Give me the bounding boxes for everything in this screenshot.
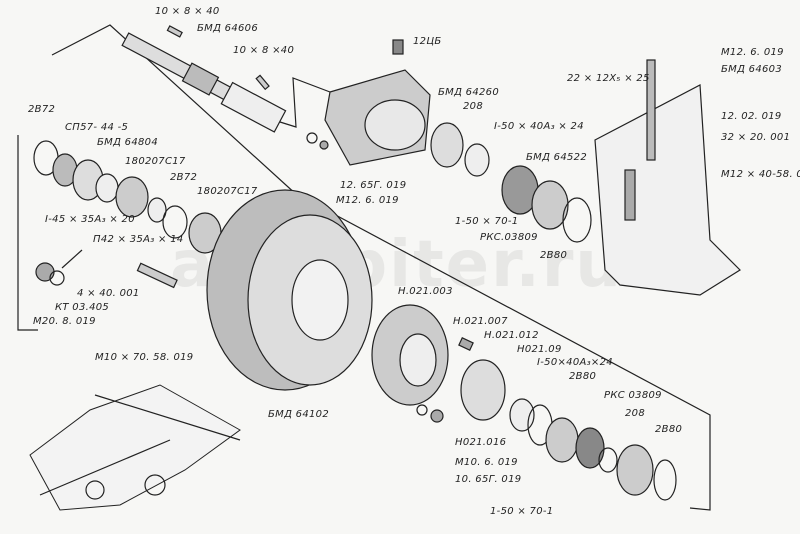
label-shaft: БМД 64606 xyxy=(197,23,258,34)
label-ring-2v80-top: 2В80 xyxy=(540,250,568,261)
label-bearing-208-bottom: 208 xyxy=(625,408,645,419)
key xyxy=(166,25,183,38)
machine-overview xyxy=(29,384,241,511)
label-nut-m10: М10. 6. 019 xyxy=(455,457,518,468)
label-washer-12-65g: 12. 65Г. 019 xyxy=(340,180,407,191)
seal xyxy=(531,180,569,230)
label-housing: БМД 64260 xyxy=(438,87,499,98)
label-rks-top: РКС.03809 xyxy=(480,232,538,243)
stud xyxy=(646,59,656,161)
bolt xyxy=(136,262,178,289)
label-bearing-180207-b: 180207С17 xyxy=(197,186,258,197)
label-hub-003: Н.021.003 xyxy=(398,286,453,297)
label-pulley: БМД 64102 xyxy=(268,409,329,420)
label-ring-2v72-b: 2В72 xyxy=(170,172,198,183)
flange xyxy=(460,359,506,421)
label-sleeve-top: I-50 × 40А₃ × 24 xyxy=(494,121,584,132)
label-seal-1-50-bottom: 1-50 × 70-1 xyxy=(490,506,554,517)
shaft xyxy=(121,32,287,133)
label-bolt-m10-70: М10 × 70. 58. 019 xyxy=(95,352,194,363)
washer xyxy=(416,404,428,416)
nut xyxy=(430,409,444,423)
sleeve xyxy=(464,143,490,177)
label-washer-right: 12. 02. 019 xyxy=(721,111,782,122)
label-nut-m20: М20. 8. 019 xyxy=(33,316,96,327)
pin xyxy=(61,249,83,269)
retaining-ring xyxy=(562,197,592,243)
label-key-mid: 10 × 8 ×40 xyxy=(233,45,295,56)
sleeve xyxy=(95,173,119,203)
label-pin-right: 32 × 20. 001 xyxy=(721,132,791,143)
label-ring-2v80-a: 2В80 xyxy=(569,371,597,382)
retaining-ring xyxy=(598,447,618,473)
label-bearing-180207-a: 180207С17 xyxy=(125,156,186,167)
machine-wheel xyxy=(144,474,166,496)
machine-wheel xyxy=(85,480,105,500)
hub-bore xyxy=(399,333,437,387)
left-bracket-line xyxy=(17,135,38,331)
shaft-bracket-line xyxy=(51,24,299,197)
stand-frame xyxy=(594,84,741,296)
label-bolt-top: 22 × 12Х₅ × 25 xyxy=(567,73,650,84)
machine-beam xyxy=(39,439,171,496)
washer xyxy=(306,132,318,144)
label-slot-plate: БМД 64522 xyxy=(526,152,587,163)
pulley-hub xyxy=(291,259,349,341)
slot-plate xyxy=(624,169,636,221)
housing-bracket-line xyxy=(279,77,331,128)
label-bearing-208-top: 208 xyxy=(463,101,483,112)
nut xyxy=(319,140,329,150)
label-roller-007: Н.021.007 xyxy=(453,316,508,327)
label-grease-fitting: 12ЦБ xyxy=(413,36,442,47)
label-nut-m12: М12. 6. 019 xyxy=(336,195,399,206)
label-key-top: 10 × 8 × 40 xyxy=(155,6,220,17)
label-part-016: Н021.016 xyxy=(455,437,507,448)
label-ring-2v72-a: 2В72 xyxy=(28,104,56,115)
label-sleeve-bottom: I-50×40А₃×24 xyxy=(537,357,613,368)
label-washer-10-65g: 10. 65Г. 019 xyxy=(455,474,522,485)
label-flange-09: Н021.09 xyxy=(517,344,562,355)
bearing xyxy=(115,176,149,218)
label-nut-right: М12. 6. 019 xyxy=(721,47,784,58)
label-plate-012: Н.021.012 xyxy=(484,330,539,341)
retaining-ring xyxy=(653,459,677,501)
sleeve xyxy=(509,398,535,432)
roller xyxy=(458,337,474,351)
label-rks-bottom: РКС 03809 xyxy=(604,390,662,401)
machine-beam xyxy=(94,394,241,441)
sleeve xyxy=(147,197,167,223)
label-sleeve-42: П42 × 35А₃ × 14 xyxy=(93,234,184,245)
seal xyxy=(575,427,605,469)
key xyxy=(255,74,270,91)
housing-bore xyxy=(364,99,426,151)
label-cup-64804: БМД 64804 xyxy=(97,137,158,148)
main-axis-line xyxy=(299,195,711,511)
grease-fitting xyxy=(392,39,404,55)
label-pin-4-40: 4 × 40. 001 xyxy=(77,288,140,299)
washer xyxy=(49,270,65,286)
label-bolt-right: М12 × 40-58. 019 xyxy=(721,169,800,180)
label-sleeve-45: I-45 × 35А₃ × 20 xyxy=(45,214,135,225)
seal xyxy=(545,417,579,463)
bearing xyxy=(430,122,464,168)
label-seal-sp57: СП57- 44 -5 xyxy=(65,122,129,133)
label-washer-kt: КТ 03.405 xyxy=(55,302,110,313)
bearing xyxy=(616,444,654,496)
label-ring-2v80-b: 2В80 xyxy=(655,424,683,435)
retaining-ring xyxy=(162,205,188,239)
nut xyxy=(35,262,55,282)
label-seal-1-50-top: 1-50 × 70-1 xyxy=(455,216,519,227)
label-stud-right: БМД 64603 xyxy=(721,64,782,75)
